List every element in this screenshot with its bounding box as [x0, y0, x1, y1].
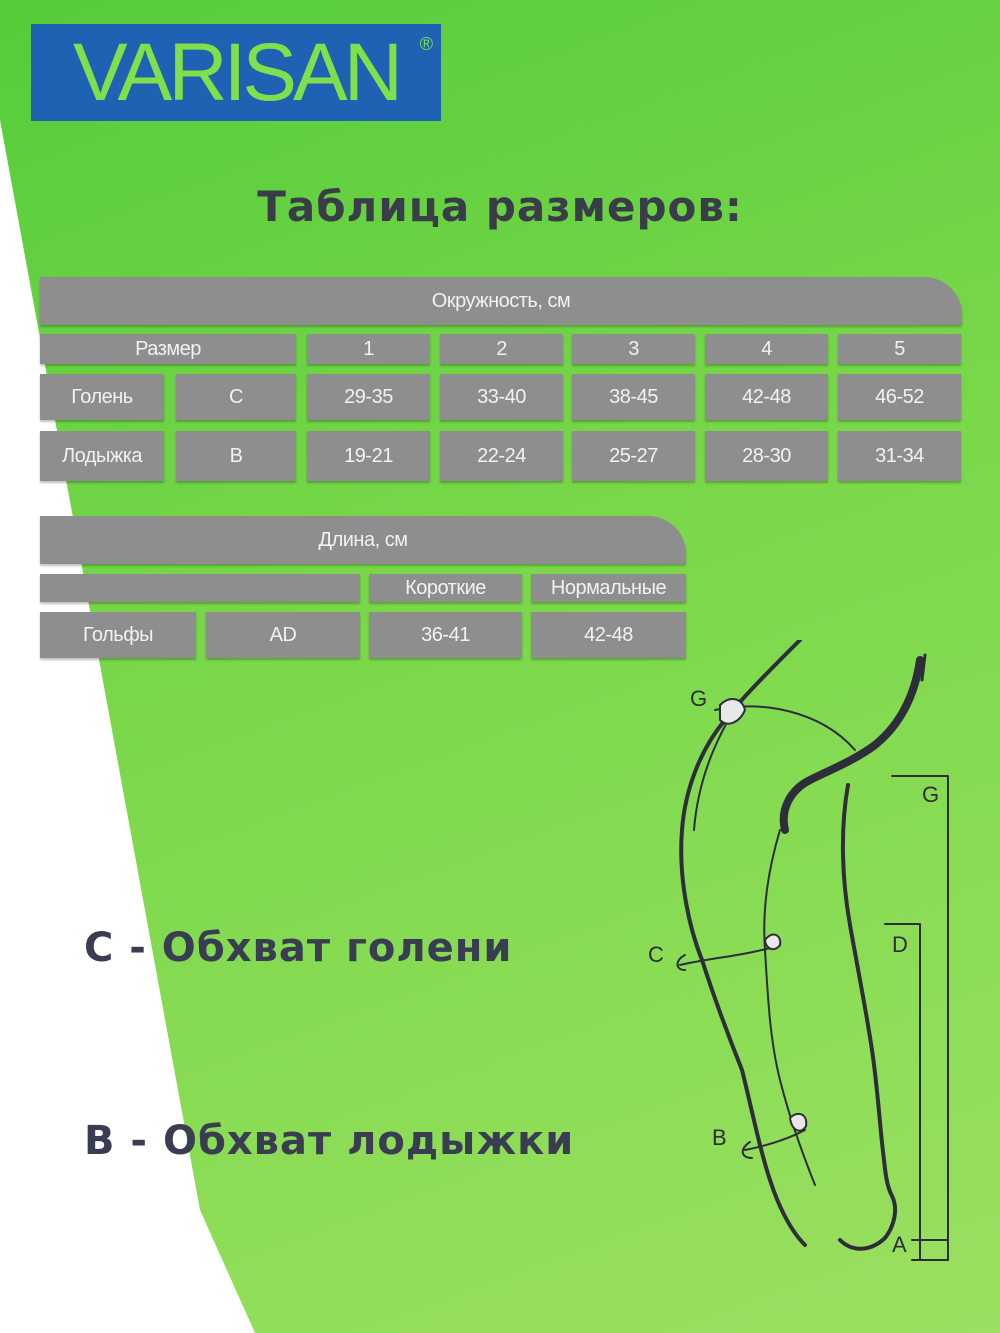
calf-size-2: 33-40	[440, 374, 563, 420]
socks-short: 36-41	[369, 612, 522, 658]
row-ankle-name: Лодыжка	[40, 431, 164, 481]
ankle-size-5: 31-34	[838, 431, 961, 481]
length-empty-cell	[40, 574, 360, 602]
label-g-scale: G	[922, 782, 939, 807]
caption-calf: C - Обхват голени	[84, 925, 513, 971]
row-calf-code: C	[176, 374, 296, 420]
label-c: C	[648, 942, 664, 967]
calf-size-4: 42-48	[705, 374, 828, 420]
registered-mark: ®	[419, 34, 433, 54]
label-g-knee: G	[690, 686, 707, 711]
length-col-normal: Нормальные	[531, 574, 686, 602]
size-1: 1	[307, 334, 430, 364]
size-5: 5	[838, 334, 961, 364]
label-d-scale: D	[892, 932, 908, 957]
label-a: A	[892, 1232, 907, 1257]
caption-ankle: B - Обхват лодыжки	[84, 1118, 575, 1164]
ankle-size-4: 28-30	[705, 431, 828, 481]
page-title: Таблица размеров:	[257, 182, 743, 231]
calf-size-5: 46-52	[838, 374, 961, 420]
row-calf-name: Голень	[40, 374, 164, 420]
size-2: 2	[440, 334, 563, 364]
ankle-size-3: 25-27	[572, 431, 695, 481]
row-socks-name: Гольфы	[40, 612, 196, 658]
row-socks-code: AD	[206, 612, 360, 658]
brand-logo: VARISAN ®	[31, 24, 441, 121]
length-col-short: Короткие	[369, 574, 522, 602]
size-label: Размер	[40, 334, 296, 364]
label-b: B	[712, 1125, 727, 1150]
length-header: Длина, см	[40, 516, 686, 564]
leg-front-outline	[838, 783, 898, 1251]
brand-name: VARISAN	[73, 26, 403, 118]
thigh-contour	[779, 656, 924, 834]
ankle-size-1: 19-21	[307, 431, 430, 481]
socks-normal: 42-48	[531, 612, 686, 658]
row-ankle-code: B	[176, 431, 296, 481]
size-4: 4	[705, 334, 828, 364]
calf-size-1: 29-35	[307, 374, 430, 420]
ankle-size-2: 22-24	[440, 431, 563, 481]
calf-size-3: 38-45	[572, 374, 695, 420]
circumference-header: Окружность, см	[40, 277, 962, 325]
leg-measurement-diagram: G G D C B A	[648, 640, 949, 1261]
size-3: 3	[572, 334, 695, 364]
